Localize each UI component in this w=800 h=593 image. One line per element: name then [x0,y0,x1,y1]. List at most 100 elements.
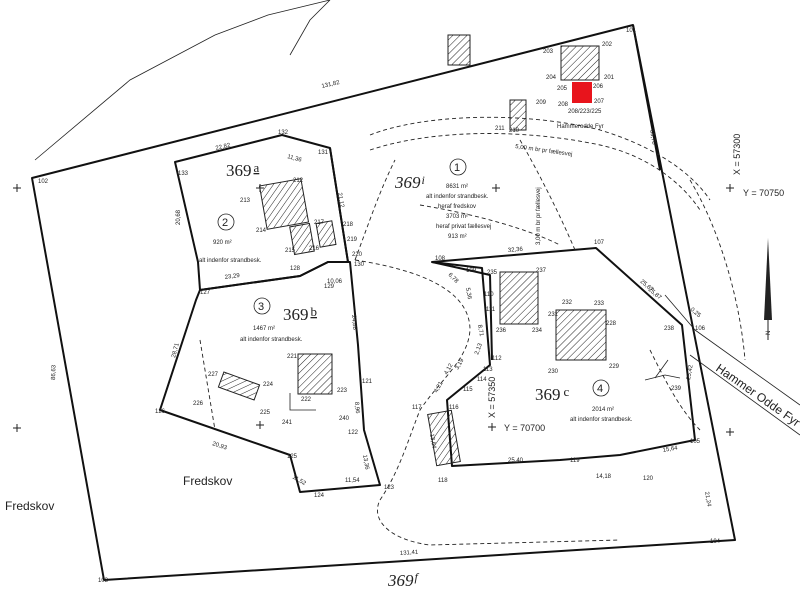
building-north [447,34,471,66]
svg-text:103: 103 [98,578,109,584]
coord-x-top: X = 57300 [732,134,742,175]
svg-text:8,96: 8,96 [353,402,360,415]
building-218 [315,220,337,248]
svg-text:3703 m²: 3703 m² [446,214,468,220]
svg-text:219: 219 [347,237,358,243]
svg-text:235: 235 [487,270,498,276]
svg-text:222: 222 [301,397,312,403]
svg-text:120: 120 [643,476,654,482]
svg-text:913 m²: 913 m² [448,234,467,240]
svg-text:11,54: 11,54 [345,478,360,484]
svg-text:101: 101 [626,28,637,34]
svg-text:204: 204 [546,75,557,81]
svg-text:4: 4 [597,383,603,395]
svg-text:123: 123 [384,485,395,491]
parcel-369i: 369i [394,173,425,192]
svg-text:240: 240 [339,416,350,422]
svg-text:10,06: 10,06 [327,279,343,285]
svg-text:107: 107 [594,240,605,246]
svg-text:129: 129 [324,284,335,290]
lot-4-boundary [431,247,696,467]
svg-text:105: 105 [690,439,701,445]
svg-text:21,12: 21,12 [336,192,345,208]
svg-text:209: 209 [536,100,547,106]
svg-text:20,93: 20,93 [211,441,228,452]
buildings [217,34,607,467]
svg-text:239: 239 [671,386,682,392]
svg-text:122: 122 [348,430,359,436]
svg-text:118: 118 [438,478,448,484]
road-hammer-odde [664,294,800,436]
svg-text:223: 223 [337,388,348,394]
svg-text:127: 127 [200,290,211,296]
svg-text:22,82: 22,82 [215,143,232,152]
svg-text:2,13: 2,13 [474,342,484,356]
svg-text:3,19: 3,19 [455,357,466,371]
svg-text:114: 114 [477,377,487,383]
svg-text:6,78: 6,78 [447,272,460,285]
label-lighthouse: Hammerodde Fyr [557,124,604,130]
svg-text:208: 208 [558,102,569,108]
svg-text:130: 130 [354,262,365,268]
svg-text:233: 233 [594,301,605,307]
svg-text:201: 201 [604,75,615,81]
svg-text:221: 221 [287,354,298,360]
svg-text:216: 216 [309,246,320,252]
lot-2-boundary [174,134,349,291]
dimensions: 131,82 22,82 11,36 20,68 23,29 10,06 24,… [51,80,712,557]
svg-text:20,68: 20,68 [176,209,182,225]
north-label: N [766,331,772,335]
lot-1: 1 8631 m² alt indenfor strandbesk. heraf… [426,158,491,240]
lot-2: 2 920 m² alt indenfor strandbesk. [199,213,262,264]
svg-text:217: 217 [314,220,325,226]
svg-text:205: 205 [557,86,568,92]
svg-text:13,64: 13,64 [428,433,437,449]
fence-222 [289,393,316,411]
building-212 [258,178,310,230]
svg-text:104: 104 [710,539,721,545]
building-lighthouse [560,45,600,81]
svg-text:11,36: 11,36 [286,154,302,164]
svg-text:227: 227 [208,372,219,378]
svg-text:115: 115 [463,387,473,393]
svg-text:1: 1 [454,162,460,174]
svg-text:2014 m²: 2014 m² [592,407,614,413]
svg-text:121: 121 [362,379,373,385]
svg-text:211: 211 [495,126,505,132]
svg-text:226: 226 [193,401,204,407]
svg-text:230: 230 [548,369,559,375]
svg-text:128: 128 [290,266,301,272]
svg-text:236: 236 [496,328,507,334]
svg-text:102: 102 [38,179,49,185]
svg-text:132: 132 [278,130,289,136]
svg-text:heraf fredskov: heraf fredskov [438,204,476,210]
svg-text:207: 207 [594,99,605,105]
building-227 [217,371,261,401]
north-arrow: N [764,238,772,340]
svg-text:202: 202 [602,42,613,48]
svg-text:4,12: 4,12 [444,362,455,376]
boundary-right-upper [632,24,661,171]
lot-4-top [431,261,493,361]
svg-text:214: 214 [256,228,267,234]
svg-text:25,40: 25,40 [508,458,524,464]
outer-boundary [31,24,736,581]
lot-3: 3 1467 m² alt indenfor strandbesk. [240,297,303,343]
svg-text:237: 237 [536,268,547,274]
svg-text:238: 238 [664,326,675,332]
svg-text:220: 220 [352,252,363,258]
svg-text:1467 m²: 1467 m² [253,326,275,332]
svg-text:32,36: 32,36 [508,247,524,254]
svg-text:119: 119 [570,458,580,464]
svg-text:133: 133 [178,171,189,177]
svg-text:alt indenfor strandbesk.: alt indenfor strandbesk. [199,258,262,264]
svg-text:212: 212 [293,178,304,184]
building-221 [297,353,333,395]
svg-text:8,71: 8,71 [476,324,484,337]
label-fredskov-left: Fredskov [5,499,54,513]
svg-text:203: 203 [543,49,554,55]
coord-y-right: Y = 70750 [743,188,784,198]
svg-text:229: 229 [609,364,620,370]
svg-text:heraf privat fællesvej: heraf privat fællesvej [436,224,491,230]
svg-text:65,78: 65,78 [648,129,657,145]
